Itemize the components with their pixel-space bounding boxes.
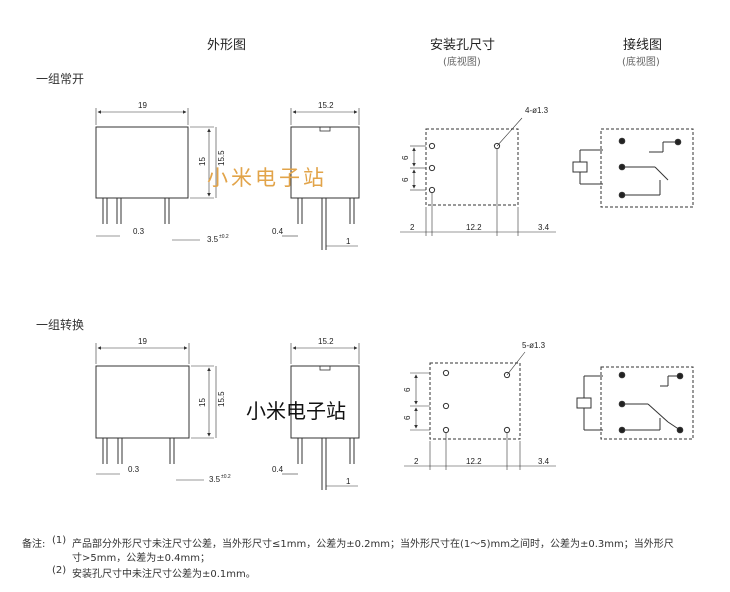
mounting-holes-2-circles: [404, 351, 556, 470]
dim-pin-offset-1: 0.3: [133, 227, 145, 236]
dim-width-1: 19: [138, 101, 147, 110]
hole-spacing-1b: 6: [401, 177, 410, 182]
notes-prefix: 备注:: [22, 539, 46, 550]
dim-left-1: 2: [410, 223, 415, 232]
dim-pin-width-1: 0.4: [272, 227, 284, 236]
mounting-holes-1-circles: [400, 117, 556, 236]
section-label-1: 一组常开: [36, 72, 85, 86]
wiring-diagram-2: [576, 366, 694, 440]
dim-depth-2: 15.2: [318, 337, 334, 346]
dim-pin-width-2: 0.4: [272, 465, 284, 474]
header-mounting: 安装孔尺寸: [430, 38, 496, 53]
dim-right-2: 3.4: [538, 457, 550, 466]
dim-height-2: 15: [198, 398, 207, 407]
note-2-index: (2): [52, 565, 67, 576]
dim-pin-offset-2: 0.3: [128, 465, 140, 474]
header-outline: 外形图: [207, 38, 247, 53]
dim-pin-pitch-tol-1: ±0.2: [219, 234, 229, 240]
dim-mid-2: 12.2: [466, 457, 482, 466]
mounting-holes-2: [429, 362, 521, 440]
wiring-dots-2: [618, 371, 684, 434]
mounting-holes-1: [425, 128, 519, 206]
header-wiring-sub: (底视图): [622, 57, 660, 68]
hole-spacing-2a: 6: [403, 387, 412, 392]
watermark-1: 小米电子站: [207, 166, 327, 190]
dim-pin-pitch-tol-2: ±0.2: [221, 474, 231, 480]
dim-height2-2: 15.5: [217, 391, 226, 407]
hole-label-2: 5-ø1.3: [522, 341, 546, 350]
outline-side-view-1: [282, 108, 360, 250]
dim-width-2: 19: [138, 337, 147, 346]
hole-spacing-1a: 6: [401, 155, 410, 160]
hole-spacing-2b: 6: [403, 415, 412, 420]
dim-left-2: 2: [414, 457, 419, 466]
dim-height-1: 15: [198, 157, 207, 166]
outline-side-view-2: [282, 343, 360, 490]
dim-depth-1: 15.2: [318, 101, 334, 110]
dim-pin-pitch-1: 3.5: [207, 235, 219, 244]
section-label-2: 一组转换: [36, 318, 85, 332]
header-wiring: 接线图: [623, 38, 663, 53]
note-1-index: (1): [52, 535, 67, 546]
hole-label-1: 4-ø1.3: [525, 106, 549, 115]
dim-pin-thick-2: 1: [346, 477, 351, 486]
note-1-line1: 产品部分外形尺寸未注尺寸公差，当外形尺寸≤1mm，公差为±0.2mm；当外形尺寸…: [72, 539, 674, 550]
dim-height2-1: 15.5: [217, 150, 226, 166]
header-mounting-sub: (底视图): [443, 57, 481, 68]
dim-right-1: 3.4: [538, 223, 550, 232]
note-2-line: 安装孔尺寸中未注尺寸公差为±0.1mm。: [72, 569, 256, 580]
outline-front-view-2: [95, 343, 217, 481]
note-1-line2: 寸>5mm，公差为±0.4mm；: [72, 553, 210, 564]
dim-pin-pitch-2: 3.5: [209, 475, 221, 484]
outline-front-view-1: [95, 108, 217, 241]
dim-mid-1: 12.2: [466, 223, 482, 232]
wiring-dots-1: [618, 137, 682, 199]
watermark-2: 小米电子站: [246, 399, 346, 423]
dim-pin-thick-1: 1: [346, 237, 351, 246]
